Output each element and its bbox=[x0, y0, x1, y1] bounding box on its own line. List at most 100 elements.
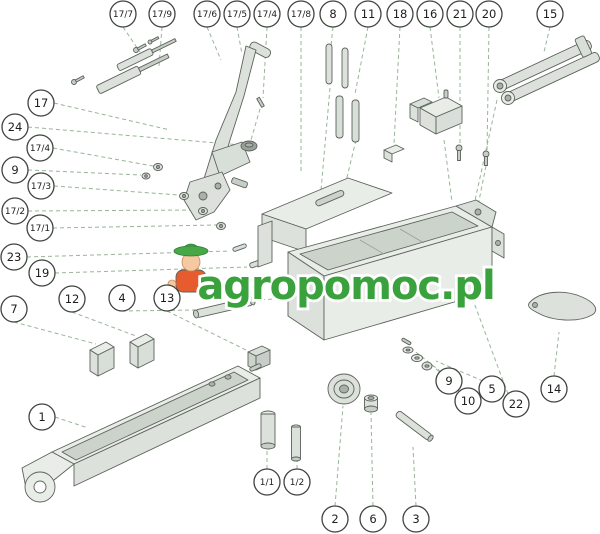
svg-text:3: 3 bbox=[412, 512, 419, 526]
watermark-text-shadow: agropomoc.pl bbox=[199, 265, 496, 311]
part-pins-top bbox=[325, 43, 360, 143]
svg-text:17/9: 17/9 bbox=[152, 10, 172, 20]
svg-text:7: 7 bbox=[10, 302, 17, 316]
svg-text:16: 16 bbox=[423, 7, 438, 21]
callout-17-1: 17/1 bbox=[26, 214, 54, 242]
callout-6: 6 bbox=[359, 505, 387, 533]
callout-24: 24 bbox=[1, 113, 29, 141]
callout-1: 1 bbox=[28, 403, 56, 431]
part-main-beam bbox=[21, 363, 262, 503]
callout-17-9: 17/9 bbox=[148, 0, 176, 28]
svg-text:17/6: 17/6 bbox=[197, 10, 217, 20]
callout-17: 17 bbox=[27, 89, 55, 117]
svg-text:1: 1 bbox=[38, 410, 45, 424]
part-lever-assembly bbox=[183, 41, 272, 221]
svg-text:1/1: 1/1 bbox=[260, 478, 274, 488]
svg-text:17/7: 17/7 bbox=[113, 10, 133, 20]
svg-text:17/8: 17/8 bbox=[291, 10, 311, 20]
part-screw-21 bbox=[455, 144, 463, 161]
svg-text:17/4: 17/4 bbox=[257, 10, 277, 20]
part-bushing-6 bbox=[364, 394, 378, 413]
callout-9-left: 9 bbox=[1, 156, 29, 184]
callout-10: 10 bbox=[454, 387, 482, 415]
callout-18: 18 bbox=[386, 0, 414, 28]
watermark: agropomoc.pl agropomoc.pl bbox=[167, 243, 498, 312]
callout-2: 2 bbox=[321, 505, 349, 533]
part-screw-small-3 bbox=[147, 36, 160, 45]
callout-1-1: 1/1 bbox=[253, 468, 281, 496]
callout-1-2: 1/2 bbox=[283, 468, 311, 496]
part-gas-spring-2 bbox=[116, 38, 177, 71]
part-roller-2 bbox=[327, 373, 361, 405]
svg-text:11: 11 bbox=[361, 7, 376, 21]
callout-11: 11 bbox=[354, 0, 382, 28]
callout-19: 19 bbox=[28, 259, 56, 287]
callout-17-3: 17/3 bbox=[27, 172, 55, 200]
svg-text:8: 8 bbox=[329, 7, 336, 21]
callout-17-7: 17/7 bbox=[109, 0, 137, 28]
part-hand-lever-14 bbox=[527, 291, 596, 321]
callout-22: 22 bbox=[502, 390, 530, 418]
callout-17-4-left: 17/4 bbox=[26, 134, 54, 162]
callout-17-2: 17/2 bbox=[1, 197, 29, 225]
svg-text:20: 20 bbox=[482, 7, 497, 21]
svg-text:15: 15 bbox=[543, 7, 558, 21]
svg-text:17/5: 17/5 bbox=[227, 10, 247, 20]
callout-17-8: 17/8 bbox=[287, 0, 315, 28]
callout-12: 12 bbox=[58, 285, 86, 313]
svg-text:17: 17 bbox=[34, 96, 49, 110]
svg-text:2: 2 bbox=[331, 512, 338, 526]
callout-21: 21 bbox=[446, 0, 474, 28]
part-tubes-15 bbox=[493, 35, 600, 105]
part-pin-3 bbox=[395, 410, 434, 442]
svg-text:5: 5 bbox=[488, 382, 495, 396]
svg-text:17/3: 17/3 bbox=[31, 182, 51, 192]
svg-text:4: 4 bbox=[118, 291, 125, 305]
part-pad-12 bbox=[129, 333, 155, 369]
part-latch-assembly bbox=[409, 89, 490, 166]
svg-text:9: 9 bbox=[445, 374, 452, 388]
watermark-text: agropomoc.pl bbox=[197, 263, 494, 309]
part-axle-4 bbox=[192, 296, 256, 319]
svg-text:22: 22 bbox=[509, 397, 524, 411]
callout-7: 7 bbox=[0, 295, 28, 323]
callout-15: 15 bbox=[536, 0, 564, 28]
svg-text:17/1: 17/1 bbox=[30, 224, 50, 234]
svg-text:17/4: 17/4 bbox=[30, 144, 50, 154]
part-gas-spring-1 bbox=[96, 53, 170, 94]
part-main-housing bbox=[287, 199, 505, 341]
part-screw-small-2 bbox=[133, 43, 147, 53]
svg-text:21: 21 bbox=[453, 7, 468, 21]
svg-text:13: 13 bbox=[160, 291, 175, 305]
callout-14: 14 bbox=[540, 375, 568, 403]
callout-4: 4 bbox=[108, 284, 136, 312]
parts bbox=[21, 35, 600, 503]
callout-13: 13 bbox=[153, 284, 181, 312]
svg-text:18: 18 bbox=[393, 7, 408, 21]
part-pad-7 bbox=[89, 341, 115, 377]
watermark-farmer-icon bbox=[167, 243, 215, 293]
callout-3: 3 bbox=[402, 505, 430, 533]
part-screw-small-1 bbox=[71, 75, 85, 85]
svg-text:23: 23 bbox=[7, 250, 22, 264]
callouts: 17/7 17/9 17/6 17/5 17/4 17/8 8 11 18 16… bbox=[0, 0, 568, 533]
part-pin-1-2 bbox=[291, 424, 301, 462]
part-screw-20 bbox=[482, 150, 490, 166]
callout-17-4-top: 17/4 bbox=[253, 0, 281, 28]
callout-17-5: 17/5 bbox=[223, 0, 251, 28]
callout-17-6: 17/6 bbox=[193, 0, 221, 28]
part-pin-1-1 bbox=[260, 410, 276, 450]
svg-text:6: 6 bbox=[369, 512, 376, 526]
callout-23: 23 bbox=[0, 243, 28, 271]
part-cover-plate bbox=[257, 177, 393, 268]
svg-text:14: 14 bbox=[547, 382, 562, 396]
svg-text:1/2: 1/2 bbox=[290, 478, 304, 488]
svg-text:17/2: 17/2 bbox=[5, 207, 25, 217]
callout-20: 20 bbox=[475, 0, 503, 28]
part-bracket-18 bbox=[383, 144, 405, 163]
callout-8: 8 bbox=[319, 0, 347, 28]
svg-text:12: 12 bbox=[65, 292, 80, 306]
svg-text:10: 10 bbox=[461, 394, 476, 408]
